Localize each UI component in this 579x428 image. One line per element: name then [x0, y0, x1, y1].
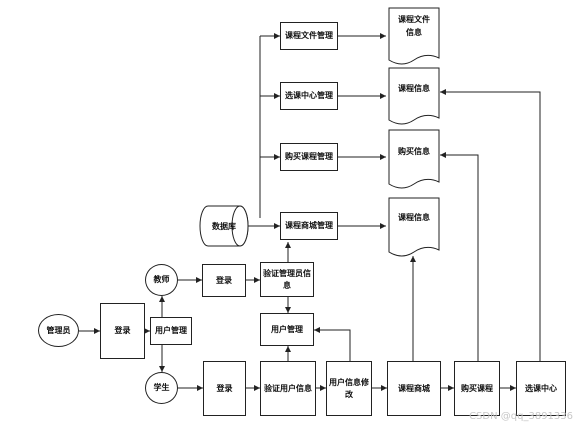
buy-course-label: 购买课程 [461, 383, 493, 393]
edit-user-box: 用户信息修改 [326, 361, 372, 416]
admin-node: 管理员 [38, 314, 79, 347]
course-store-mgmt-label: 课程商城管理 [285, 221, 333, 230]
edge-edituser-usermgmt [314, 327, 351, 361]
select-center-mgmt-label: 选课中心管理 [285, 91, 333, 100]
database-shape [199, 205, 249, 247]
course-file-mgmt-label: 课程文件管理 [285, 31, 333, 40]
login-student-label: 登录 [216, 383, 233, 393]
user-mgmt-label: 用户管理 [271, 324, 303, 334]
watermark: CSDN @qq_3891336 [469, 411, 573, 422]
course-store-label: 课程商城 [398, 383, 430, 393]
select-center-box: 选课中心 [516, 361, 566, 416]
user-mgmt-box: 用户管理 [260, 313, 314, 346]
login-admin-label: 登录 [114, 326, 131, 335]
verify-user-box: 验证用户信息 [260, 361, 316, 416]
database-label: 数据库 [212, 222, 236, 231]
doc-course-info-2-label: 课程信息 [398, 213, 430, 222]
buy-course-mgmt-box: 购买课程管理 [280, 143, 338, 171]
course-file-mgmt-box: 课程文件管理 [280, 22, 338, 50]
verify-admin-label: 验证管理员信息 [263, 268, 311, 290]
edge-buy-buyinfo [440, 152, 479, 361]
course-store-box: 课程商城 [387, 361, 441, 416]
verify-user-label: 验证用户信息 [264, 383, 312, 393]
doc-shape-course-info-2 [388, 197, 440, 257]
edit-user-label: 用户信息修改 [329, 377, 369, 399]
buy-course-mgmt-label: 购买课程管理 [285, 152, 333, 161]
doc-shape-course-info-1 [388, 67, 440, 125]
student-node: 学生 [145, 372, 178, 404]
buy-course-box: 购买课程 [454, 361, 500, 416]
doc-course-info-1-label: 课程信息 [398, 84, 430, 93]
user-mgmt-left-box: 用户管理 [150, 317, 192, 345]
doc-shape-course-file-info [388, 7, 440, 65]
login-teacher-label: 登录 [216, 275, 232, 285]
select-center-label: 选课中心 [525, 383, 557, 393]
login-admin-box: 登录 [100, 303, 145, 359]
admin-label: 管理员 [46, 325, 71, 335]
teacher-label: 教师 [153, 275, 170, 284]
doc-shape-buy-info [388, 129, 440, 189]
doc-buy-info-label: 购买信息 [398, 147, 430, 156]
student-label: 学生 [153, 383, 170, 392]
doc-course-file-info-label: 课程文件信息 [398, 15, 430, 37]
login-student-box: 登录 [203, 361, 246, 416]
select-center-mgmt-box: 选课中心管理 [280, 82, 338, 110]
edge-select-courseinfo1 [440, 89, 541, 361]
course-store-mgmt-box: 课程商城管理 [280, 212, 338, 240]
teacher-node: 教师 [145, 264, 178, 296]
login-teacher-box: 登录 [202, 264, 246, 297]
user-mgmt-left-label: 用户管理 [155, 326, 187, 335]
verify-admin-box: 验证管理员信息 [260, 262, 314, 297]
